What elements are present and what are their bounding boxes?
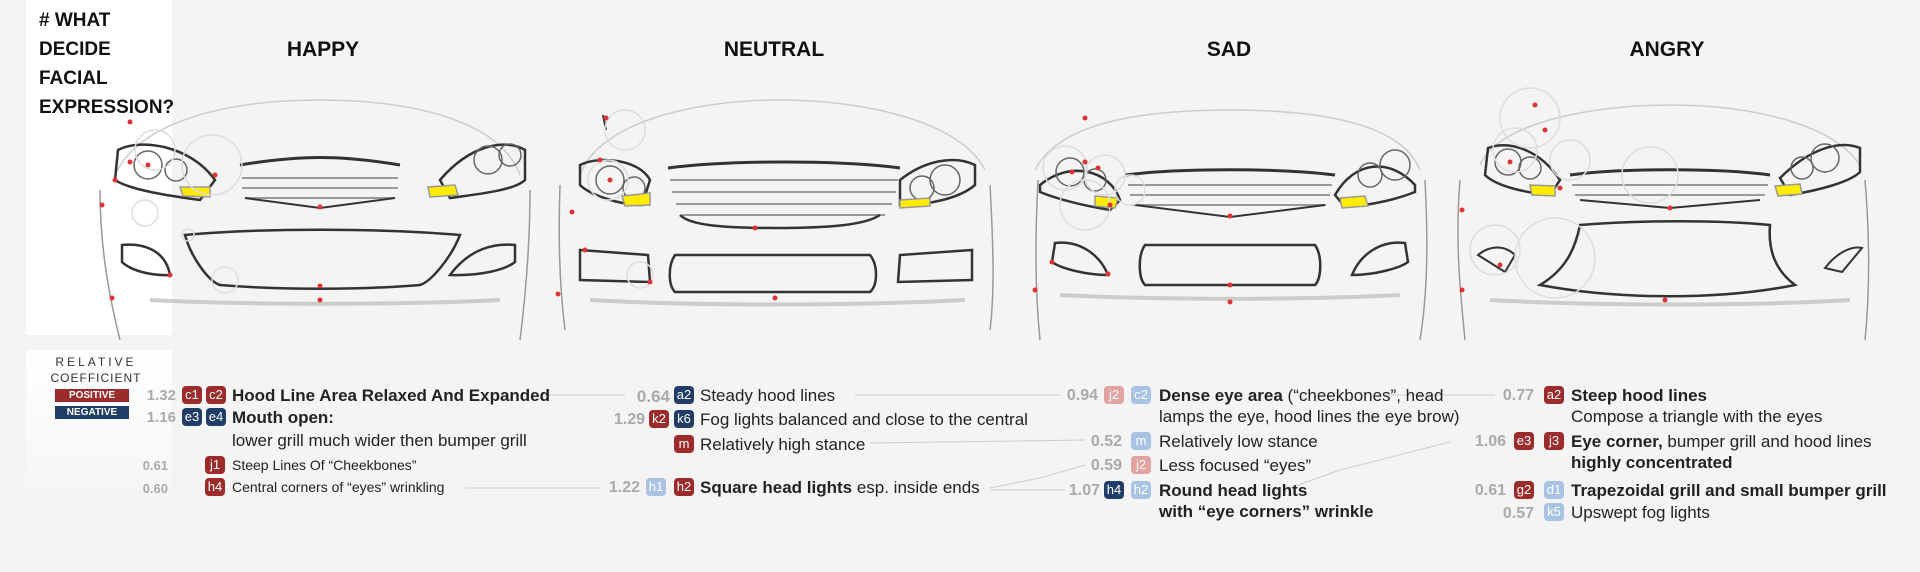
neutral-r1-text: Steady hood lines [700,386,836,405]
neutral-r2-text: Fog lights balanced and close to the cen… [700,410,1028,429]
angry-r2-badge1: e3 [1514,432,1534,450]
leader-lines [465,394,1495,491]
angry-r2-text: bumper grill and hood lines [1662,432,1872,451]
neutral-r2-badge1: k2 [649,410,669,428]
sad-r4-bold: Round head lights [1159,481,1308,500]
legend-line-2: COEFFICIENT [50,371,142,385]
angry-r2-coef: 1.06 [1474,433,1506,450]
happy-r3-text: Steep Lines Of “Cheekbones” [232,457,417,473]
title-line-3: FACIAL [39,68,108,89]
sad-r3-badge1: j2 [1131,456,1151,474]
face-title-sad: SAD [1206,38,1252,61]
sad-r1-badge2: c2 [1131,386,1151,404]
car-angry [1457,87,1870,341]
face-title-neutral: NEUTRAL [723,38,825,61]
angry-r1-coef: 0.77 [1502,387,1534,404]
neutral-r3-text: Relatively high stance [700,435,866,454]
sad-r2-badge1: m [1131,432,1151,450]
sad-r2-coef: 0.52 [1090,433,1122,450]
car-neutral [558,99,994,331]
neutral-r2-coef: 1.29 [613,411,645,428]
sad-r4-badge2: h2 [1131,481,1151,499]
neutral-r4-line: Square head lights esp. inside ends [700,478,980,498]
title-box: # WHAT DECIDE FACIAL EXPRESSION? [26,0,175,335]
neutral-r1-badge1: a2 [674,386,694,404]
happy-r3-coef: 0.61 [142,458,168,473]
sad-r4-badge1: h4 [1104,481,1124,499]
title-line-1: # WHAT [39,10,111,31]
happy-r1-badge1: c1 [182,386,202,404]
happy-r1-coef: 1.32 [146,387,176,404]
happy-r2-coef: 1.16 [146,409,176,426]
neutral-r1-coef: 0.64 [636,387,670,406]
neutral-r4-text: esp. inside ends [852,478,980,497]
points-happy [99,119,323,303]
car-happy [99,99,531,341]
happy-r4-badge1: h4 [205,478,225,496]
neutral-r4-badge2: h2 [674,478,694,496]
angry-r1-badge1: a2 [1544,386,1564,404]
face-title-angry: ANGRY [1629,38,1705,61]
angry-r2-bold2: highly concentrated [1571,453,1733,472]
happy-r1-badge2: c2 [206,386,226,404]
neutral-r3-badge1: m [674,435,694,453]
angry-r3-coef: 0.61 [1474,482,1506,499]
angry-r4-coef: 0.57 [1502,505,1534,522]
sad-r1-coef: 0.94 [1066,387,1098,404]
sad-r2-text: Relatively low stance [1159,432,1318,451]
happy-r2-badge2: e4 [206,408,226,426]
happy-r2-badge1: e3 [182,408,202,426]
legend-line-1: RELATIVE [55,355,137,369]
angry-r4-text: Upswept fog lights [1571,503,1710,522]
sad-r1-badge1: j2 [1104,386,1124,404]
happy-r2-bold: Mouth open: [232,408,334,427]
sad-r1-line: Dense eye area (“cheekbones”, head [1159,386,1443,406]
sad-r1-bold: Dense eye area [1159,386,1283,405]
neutral-r4-coef: 1.22 [608,479,640,496]
angry-r1-text2: Compose a triangle with the eyes [1571,407,1823,426]
title-line-4: EXPRESSION? [39,97,175,118]
angry-r2-bold: Eye corner, [1571,432,1663,451]
neutral-r4-bold: Square head lights [700,478,853,497]
happy-r1-text: Hood Line Area Relaxed And Expanded [232,386,551,405]
angry-r3-badge1: g2 [1514,481,1534,499]
neutral-r2-badge2: k6 [674,410,694,428]
sad-r3-text: Less focused “eyes” [1159,456,1312,475]
legend: RELATIVE COEFFICIENT POSITIVE NEGATIVE [26,350,172,510]
angry-r2-badge2: j3 [1544,432,1564,450]
happy-r2-text2: lower grill much wider then bumper grill [232,431,527,450]
sad-r1-text: (“cheekbones”, head [1282,386,1444,405]
happy-r4-text: Central corners of “eyes” wrinkling [232,479,445,495]
points-angry [1459,102,1673,303]
points-sad [1032,115,1233,305]
angry-r3-badge2: d1 [1544,481,1564,499]
angry-r2-line: Eye corner, bumper grill and hood lines [1571,432,1872,452]
sad-r1-text2: lamps the eye, hood lines the eye brow) [1159,407,1460,426]
sad-r4-bold2: with “eye corners” wrinkle [1159,502,1374,521]
car-sad [1034,109,1428,341]
angry-r3-bold: Trapezoidal grill and small bumper grill [1571,481,1887,500]
angry-r4-badge1: k5 [1544,503,1564,521]
happy-r3-badge1: j1 [205,456,225,474]
sad-r3-coef: 0.59 [1090,457,1122,474]
points-neutral [555,115,778,301]
angry-r1-bold: Steep hood lines [1571,386,1708,405]
legend-positive: POSITIVE [55,389,129,402]
sad-r4-coef: 1.07 [1068,482,1100,499]
title-line-2: DECIDE [39,39,111,60]
legend-negative: NEGATIVE [55,406,129,419]
happy-r4-coef: 0.60 [142,481,168,496]
neutral-r4-badge1: h1 [646,478,666,496]
face-title-happy: HAPPY [286,38,360,61]
